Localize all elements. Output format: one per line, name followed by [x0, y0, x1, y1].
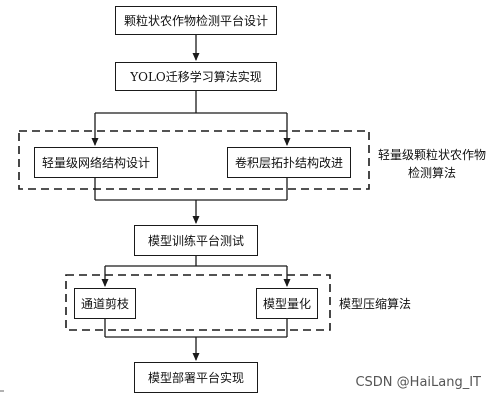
node-conv-topology-label: 卷积层拓扑结构改进: [234, 156, 343, 170]
group-detection-algorithm-line2: 检测算法: [407, 166, 456, 180]
node-yolo-transfer-label: YOLO迁移学习算法实现: [130, 70, 262, 84]
group-compression-algorithm-text: 模型压缩算法: [339, 297, 412, 311]
node-training-test-label: 模型训练平台测试: [147, 234, 244, 248]
node-quantization-label: 模型量化: [262, 297, 311, 311]
node-quantization: 模型量化: [256, 288, 318, 319]
node-lightweight-network-label: 轻量级网络结构设计: [41, 156, 150, 170]
group-compression-algorithm-frame: [65, 274, 331, 331]
node-training-test: 模型训练平台测试: [134, 225, 258, 256]
node-yolo-transfer: YOLO迁移学习算法实现: [115, 62, 277, 91]
node-channel-pruning: 通道剪枝: [74, 288, 136, 319]
group-detection-algorithm-line1: 轻量级颗粒状农作物: [377, 148, 486, 162]
node-conv-topology: 卷积层拓扑结构改进: [227, 147, 351, 178]
csdn-watermark: CSDN @HaiLang_IT: [355, 375, 481, 390]
node-platform-design-label: 颗粒状农作物检测平台设计: [123, 14, 268, 28]
group-compression-algorithm-label: 模型压缩算法: [339, 295, 411, 313]
node-channel-pruning-label: 通道剪枝: [80, 297, 129, 311]
node-deployment-label: 模型部署平台实现: [147, 371, 244, 385]
group-detection-algorithm-label: 轻量级颗粒状农作物 检测算法: [374, 146, 490, 182]
node-deployment: 模型部署平台实现: [134, 362, 258, 393]
node-platform-design: 颗粒状农作物检测平台设计: [115, 6, 277, 35]
group-detection-algorithm-frame: [18, 130, 370, 190]
node-lightweight-network: 轻量级网络结构设计: [34, 147, 158, 178]
